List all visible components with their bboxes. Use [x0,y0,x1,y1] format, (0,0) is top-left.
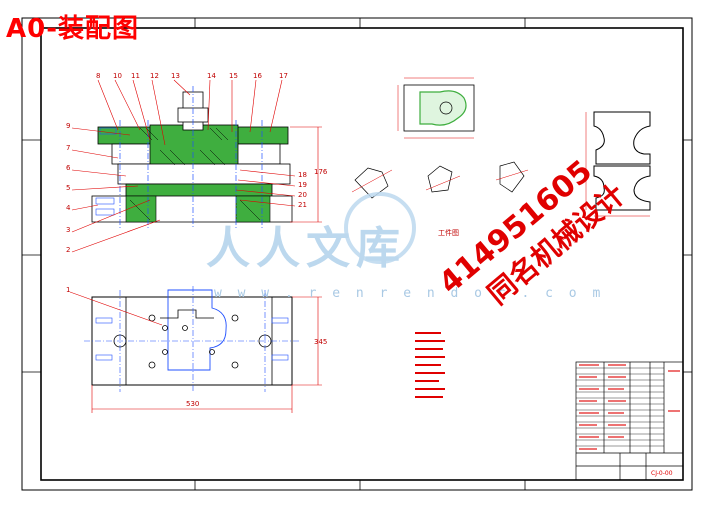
part-label: 9 [66,122,71,130]
part-label: 14 [207,72,216,80]
plan-height-dimension: 345 [314,338,328,346]
plan-part-label: 1 [66,286,71,294]
drawing-title: A0-装配图 [6,14,140,44]
part-label: 2 [66,246,71,254]
detail-top [397,77,475,139]
part-label: 21 [298,201,307,209]
part-label: 13 [171,72,180,80]
outer-frame [21,17,693,491]
part-label: 6 [66,164,71,172]
tech-notes [415,332,445,398]
part-label: 16 [253,72,262,80]
part-label: 20 [298,191,307,199]
front-section-view [71,79,322,253]
part-label: 5 [66,184,71,192]
inner-frame [40,27,684,481]
profile-detail [585,111,651,217]
part-label: 17 [279,72,288,80]
plan-width-dimension: 530 [186,400,200,408]
side-dimension: 176 [314,168,328,176]
title-block-fill [579,364,680,450]
part-label: 11 [131,72,140,80]
sheet-code: CJ-0-00 [651,470,673,477]
part-label: 18 [298,171,307,179]
title-block [575,361,684,481]
watermark-circle [344,192,416,264]
watermark-site: w w w . r e n r e n d o c . c o m [214,286,605,301]
part-label: 10 [113,72,122,80]
plan-view [69,286,322,413]
part-label: 12 [150,72,159,80]
workpiece-label: 工件图 [438,229,459,237]
part-label: 8 [96,72,101,80]
frame-ticks [22,18,692,490]
part-label: 19 [298,181,307,189]
part-label: 15 [229,72,238,80]
part-label: 7 [66,144,71,152]
part-label: 3 [66,226,71,234]
watermark-logo: 人人文库 [206,223,406,274]
part-label: 4 [66,204,71,212]
